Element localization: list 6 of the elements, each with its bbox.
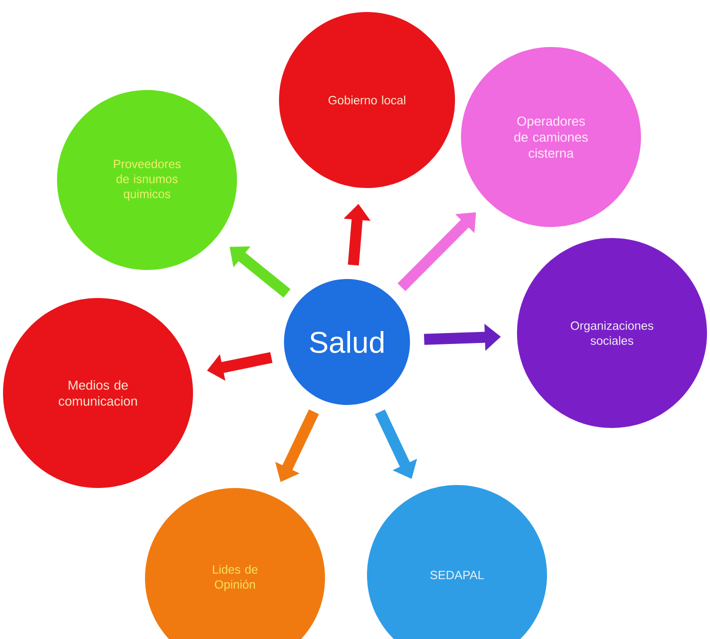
circle-node: Gobierno local — [279, 12, 455, 188]
circle-node: Medios de comunicacion — [3, 298, 193, 488]
circle-node: Operadores de camiones cisterna — [461, 47, 641, 227]
circle-node: Proveedores de isnumos quimicos — [57, 90, 237, 270]
circle-node: Salud — [284, 279, 410, 405]
circle-node: Organizaciones sociales — [517, 238, 707, 428]
